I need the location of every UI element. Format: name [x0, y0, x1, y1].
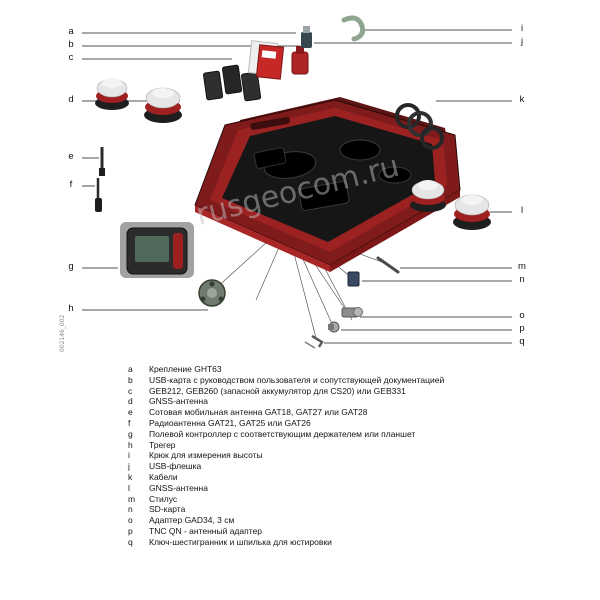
gnss-antenna-illustration-left-2	[144, 87, 182, 123]
legend-letter: m	[128, 493, 136, 504]
radio-antenna-illustration	[95, 178, 102, 212]
legend-item-h: h Трегер	[128, 440, 560, 451]
legend-item-j: j USB-флешка	[128, 461, 560, 472]
stylus-illustration	[376, 256, 400, 274]
usb-stick-illustration	[301, 26, 312, 48]
gnss-antenna-illustration-right-1	[410, 180, 446, 212]
legend-letter: f	[128, 417, 131, 428]
callout-letter-h: h	[68, 303, 74, 314]
legend-text: GNSS-антенна	[149, 396, 208, 407]
legend-letter: e	[128, 407, 133, 418]
legend-item-q: q Ключ-шестигранник и шпилька для юстиро…	[128, 537, 560, 548]
legend-letter: b	[128, 374, 133, 385]
callout-letter-j: j	[520, 36, 524, 47]
legend-item-d: d GNSS-антенна	[128, 396, 560, 407]
legend-letter: l	[128, 482, 130, 493]
callout-letter-l: l	[520, 205, 524, 216]
callout-letter-f: f	[69, 179, 73, 190]
callout-letter-g: g	[68, 261, 74, 272]
legend-item-b: b USB-карта с руководством пользователя …	[128, 375, 560, 386]
callout-letter-o: o	[519, 310, 525, 321]
legend-letter: a	[128, 364, 133, 374]
legend-letter: j	[128, 461, 130, 472]
legend-text: USB-карта с руководством пользователя и …	[149, 374, 445, 385]
legend-letter: g	[128, 428, 133, 439]
callout-letter-k: k	[519, 94, 525, 105]
callout-letter-e: e	[68, 151, 74, 162]
legend-item-g: g Полевой контроллер с соответствующим д…	[128, 429, 560, 440]
tnc-adapter-illustration	[328, 321, 340, 333]
legend-letter: c	[128, 385, 133, 396]
legend-text: Стилус	[149, 493, 178, 504]
legend-item-c: c GEB212, GEB260 (запасной аккумулятор д…	[128, 386, 560, 397]
legend-text: Крюк для измерения высоты	[149, 450, 263, 461]
hex-key-illustration	[304, 334, 324, 349]
gad34-adapter-illustration	[341, 307, 363, 318]
legend-item-f: f Радиоантенна GAT21, GAT25 или GAT26	[128, 418, 560, 429]
cellular-antenna-illustration	[99, 147, 105, 176]
ght63-bracket-illustration	[291, 46, 309, 75]
callout-letter-d: d	[68, 94, 74, 105]
height-hook-illustration	[341, 15, 366, 42]
legend-text: Радиоантенна GAT21, GAT25 или GAT26	[149, 417, 311, 428]
legend-text: Крепление GHT63	[149, 364, 222, 374]
legend-text: Ключ-шестигранник и шпилька для юстировк…	[149, 536, 332, 547]
legend: a Крепление GHT63 b USB-карта с руководс…	[128, 364, 560, 548]
legend-text: Полевой контроллер с соответствующим дер…	[149, 428, 416, 439]
legend-letter: n	[128, 504, 133, 515]
legend-text: Сотовая мобильная антенна GAT18, GAT27 и…	[149, 407, 368, 418]
legend-text: Трегер	[149, 439, 176, 450]
tribrach-illustration	[198, 279, 226, 307]
figure-id: 002146_002	[59, 314, 66, 352]
documentation-illustration	[247, 40, 285, 80]
legend-item-m: m Стилус	[128, 494, 560, 505]
legend-text: TNC QN - антенный адаптер	[149, 525, 262, 536]
legend-item-i: i Крюк для измерения высоты	[128, 450, 560, 461]
legend-letter: o	[128, 515, 133, 526]
legend-letter: q	[128, 536, 133, 547]
gnss-antenna-illustration-left-1	[95, 78, 129, 110]
cables-illustration	[395, 103, 444, 150]
callout-letter-m: m	[518, 261, 526, 272]
legend-text: USB-флешка	[149, 461, 202, 472]
legend-item-l: l GNSS-антенна	[128, 483, 560, 494]
sd-card-illustration	[347, 271, 360, 287]
callout-letter-a: a	[68, 26, 74, 37]
legend-letter: i	[128, 450, 130, 461]
callout-lines	[82, 29, 512, 344]
legend-text: GEB212, GEB260 (запасной аккумулятор для…	[149, 385, 406, 396]
field-controller-illustration	[120, 222, 194, 278]
legend-item-k: k Кабели	[128, 472, 560, 483]
callout-letter-c: c	[68, 52, 74, 63]
legend-text: SD-карта	[149, 504, 186, 515]
legend-text: Адаптер GAD34, 3 см	[149, 515, 235, 526]
legend-text: GNSS-антенна	[149, 482, 208, 493]
legend-letter: p	[128, 525, 133, 536]
legend-text: Кабели	[149, 471, 178, 482]
legend-item-n: n SD-карта	[128, 504, 560, 515]
legend-item-p: p TNC QN - антенный адаптер	[128, 526, 560, 537]
legend-item-e: e Сотовая мобильная антенна GAT18, GAT27…	[128, 407, 560, 418]
legend-item-o: o Адаптер GAD34, 3 см	[128, 515, 560, 526]
callout-letter-n: n	[519, 274, 525, 285]
callout-letter-i: i	[520, 23, 524, 34]
callout-letter-p: p	[519, 323, 525, 334]
transport-case-illustration	[194, 97, 461, 272]
legend-letter: d	[128, 396, 133, 407]
equipment-case-diagram: 002146_002 rusgeocom.ru a b c d e f g h …	[59, 15, 526, 352]
legend-item-a: a Крепление GHT63	[128, 364, 560, 375]
callout-letter-b: b	[68, 39, 74, 50]
gnss-antenna-illustration-right-2	[453, 194, 491, 230]
callout-letter-q: q	[519, 336, 525, 347]
legend-letter: k	[128, 471, 133, 482]
legend-letter: h	[128, 439, 133, 450]
